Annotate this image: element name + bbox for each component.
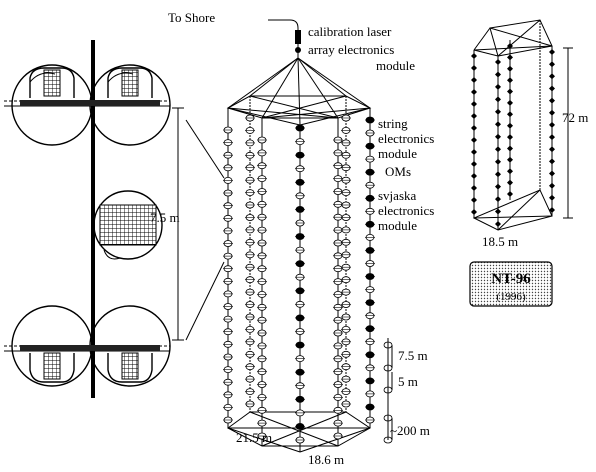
string-electronics-label-2: electronics	[378, 131, 434, 146]
bottom-right-pmt-icon	[107, 353, 153, 383]
nt96-om-bead	[549, 170, 555, 177]
nt96-om-bead	[495, 196, 501, 203]
nt96-om-bead	[507, 54, 513, 61]
nt96-om-bead	[549, 49, 555, 55]
shore-cable	[268, 19, 299, 34]
nt96-om-bead	[495, 221, 501, 227]
nt96-om-bead	[507, 43, 513, 49]
electronics-sphere	[93, 190, 163, 260]
nt96-om-bead	[471, 209, 477, 215]
nt96-om-bead	[507, 134, 513, 141]
nt96-om-bead	[507, 65, 513, 72]
nt96-om-bead	[495, 108, 501, 115]
nt96-om-bead	[495, 71, 501, 78]
nt96-om-bead	[507, 122, 513, 129]
top-left-pmt-icon	[29, 67, 75, 98]
nt96-om-bead	[471, 161, 477, 167]
nt96-om-bead	[471, 125, 477, 131]
nt96-om-bead	[471, 113, 477, 119]
nt96-om-bead	[495, 208, 501, 215]
nt96-om-bead	[495, 121, 501, 128]
nt96-om-bead	[471, 149, 477, 155]
zoom-line-bottom	[185, 261, 225, 341]
nt96-om-bead	[495, 83, 501, 90]
om-beads	[223, 114, 393, 444]
calibration-laser-icon	[295, 30, 301, 44]
nt96-om-bead	[495, 133, 501, 140]
nt96-om-bead	[495, 171, 501, 178]
nt96-om-bead	[549, 134, 555, 141]
nt96-om-bead	[549, 158, 555, 165]
nt96-om-bead	[471, 65, 477, 71]
nt96-om-bead	[507, 111, 513, 118]
nt200-array	[223, 19, 393, 453]
bottom-frame	[227, 411, 371, 453]
nt96-om-bead	[507, 99, 513, 106]
to-shore-label: To Shore	[168, 10, 215, 25]
base-diagonal-label: 21.5 m	[236, 430, 272, 445]
nt96-om-bead	[549, 146, 555, 153]
pair-spacing-label: 7.5 m	[150, 210, 180, 225]
nt96-om-bead	[495, 59, 501, 65]
electronics-sphere-shell	[93, 190, 163, 260]
array-electronics-module-label: module	[376, 58, 415, 73]
spacing-5-label: 5 m	[398, 374, 418, 389]
nt96-om-bead	[507, 191, 513, 197]
nt96-beads	[471, 43, 555, 227]
nt96-om-bead	[549, 61, 555, 68]
nt96-om-bead	[507, 156, 513, 163]
nt96-width-label: 18.5 m	[482, 234, 518, 249]
nt96-om-bead	[507, 88, 513, 95]
nt96-om-bead	[507, 77, 513, 84]
nt96-om-bead	[507, 168, 513, 175]
electronics-board-icon	[99, 204, 157, 246]
nt96-om-bead	[549, 194, 555, 201]
nt96-om-bead	[549, 182, 555, 189]
spacing-7-5-label: 7.5 m	[398, 348, 428, 363]
nt96-array	[471, 19, 555, 231]
nt96-year: (1996)	[496, 291, 526, 303]
string-electronics-label-1: string	[378, 116, 408, 131]
spacing-200-label: ~200 m	[390, 423, 430, 438]
nt96-title-box: NT-96 (1996)	[469, 261, 553, 307]
nt96-om-bead	[507, 179, 513, 186]
nt96-om-bead	[471, 101, 477, 107]
array-electronics-label: array electronics	[308, 42, 394, 57]
nt96-om-bead	[549, 207, 555, 213]
zoom-line-top	[185, 119, 225, 179]
top-right-pmt-icon	[107, 67, 153, 98]
nt96-om-bead	[471, 89, 477, 95]
nt96-height-label: 72 m	[562, 110, 588, 125]
nt96-om-bead	[495, 183, 501, 190]
nt96-om-bead	[495, 146, 501, 153]
om-pair-detail: 7.5 m	[4, 40, 225, 398]
nt96-om-bead	[507, 145, 513, 152]
nt96-om-bead	[495, 158, 501, 165]
nt96-om-bead	[495, 96, 501, 103]
nt96-om-bead	[471, 77, 477, 83]
nt96-om-bead	[549, 109, 555, 116]
nt96-om-bead	[471, 185, 477, 191]
nt96-om-bead	[549, 73, 555, 80]
nt96-om-bead	[471, 197, 477, 203]
svjaska-label-3: module	[378, 218, 417, 233]
nt96-om-bead	[471, 53, 477, 59]
top-om-pair	[4, 64, 171, 146]
bottom-left-pmt-icon	[29, 353, 75, 383]
nt96-om-bead	[549, 97, 555, 104]
nt96-om-bead	[549, 121, 555, 128]
string-electronics-label-3: module	[378, 146, 417, 161]
oms-label: OMs	[385, 164, 411, 179]
base-side-label: 18.6 m	[308, 452, 344, 467]
nt96-om-bead	[471, 137, 477, 143]
calibration-laser-label: calibration laser	[308, 24, 392, 39]
svjaska-label-1: svjaska	[378, 188, 417, 203]
nt96-om-bead	[471, 173, 477, 179]
nt96-om-bead	[549, 85, 555, 92]
bottom-om-pair	[4, 305, 171, 387]
top-pyramid	[226, 57, 372, 126]
nt96-title: NT-96	[491, 271, 531, 287]
svjaska-label-2: electronics	[378, 203, 434, 218]
